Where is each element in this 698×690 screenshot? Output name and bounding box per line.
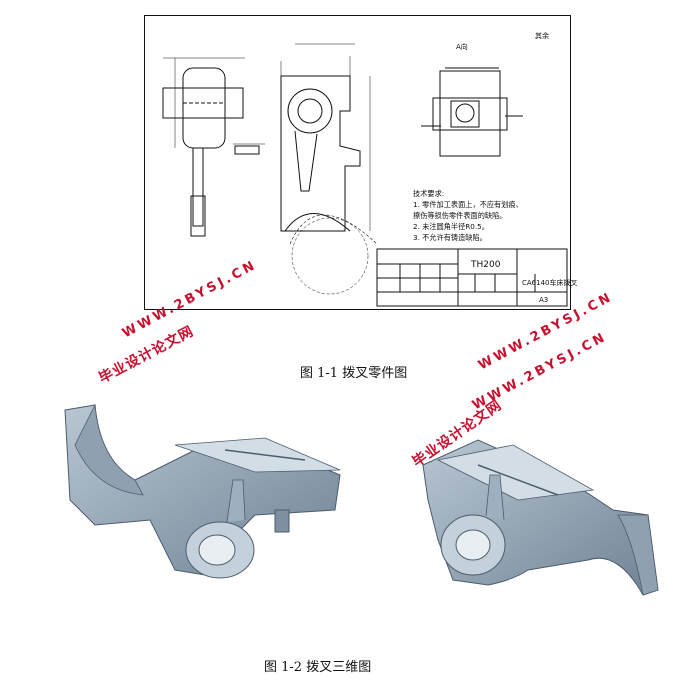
surface-finish-symbol: 其余 bbox=[535, 32, 549, 40]
tech-requirement-line: 擦伤等损伤零件表面的缺陷。 bbox=[413, 211, 507, 220]
fork-3d-render-right bbox=[422, 439, 659, 596]
front-view-outline bbox=[280, 75, 361, 232]
title-block-code: TH200 bbox=[471, 260, 501, 270]
front-view-fork-arc bbox=[284, 213, 351, 232]
side-view-hub bbox=[162, 87, 244, 119]
engineering-drawing: A向 其余 技术要求: 1. 零件加工表面上，不应有划痕、 擦伤等损伤零件表面的… bbox=[144, 15, 578, 310]
a-view-hole bbox=[455, 103, 475, 123]
side-view-arm bbox=[192, 148, 204, 227]
tech-requirement-line: 1. 零件加工表面上，不应有划痕、 bbox=[413, 200, 523, 209]
fork-3d-render-left bbox=[64, 403, 341, 579]
tech-requirement-line: 3. 不允许有铸造缺陷。 bbox=[413, 233, 487, 242]
a-view-flange bbox=[432, 97, 508, 131]
side-view-slot bbox=[190, 195, 206, 237]
section-label: A向 bbox=[456, 43, 468, 51]
title-block-sheet-size: A3 bbox=[539, 296, 549, 304]
drawing-lines bbox=[162, 43, 568, 307]
tech-requirements: 技术要求: 1. 零件加工表面上，不应有划痕、 擦伤等损伤零件表面的缺陷。 2.… bbox=[413, 188, 523, 243]
figure-caption: 图 1-2 拨叉三维图 bbox=[264, 660, 372, 675]
front-view-hub-outer bbox=[287, 88, 333, 134]
tech-requirement-line: 2. 未注圆角半径R0.5。 bbox=[413, 222, 489, 231]
title-block-part-name: CA6140车床拨叉 bbox=[522, 279, 578, 287]
figure-caption: 图 1-1 拨叉零件图 bbox=[300, 366, 408, 381]
side-view-boss bbox=[182, 67, 226, 149]
front-view-hub-inner bbox=[297, 98, 323, 124]
tech-requirements-heading: 技术要求: bbox=[413, 189, 445, 198]
a-view-outline bbox=[439, 70, 501, 157]
front-view-rib bbox=[294, 130, 318, 192]
